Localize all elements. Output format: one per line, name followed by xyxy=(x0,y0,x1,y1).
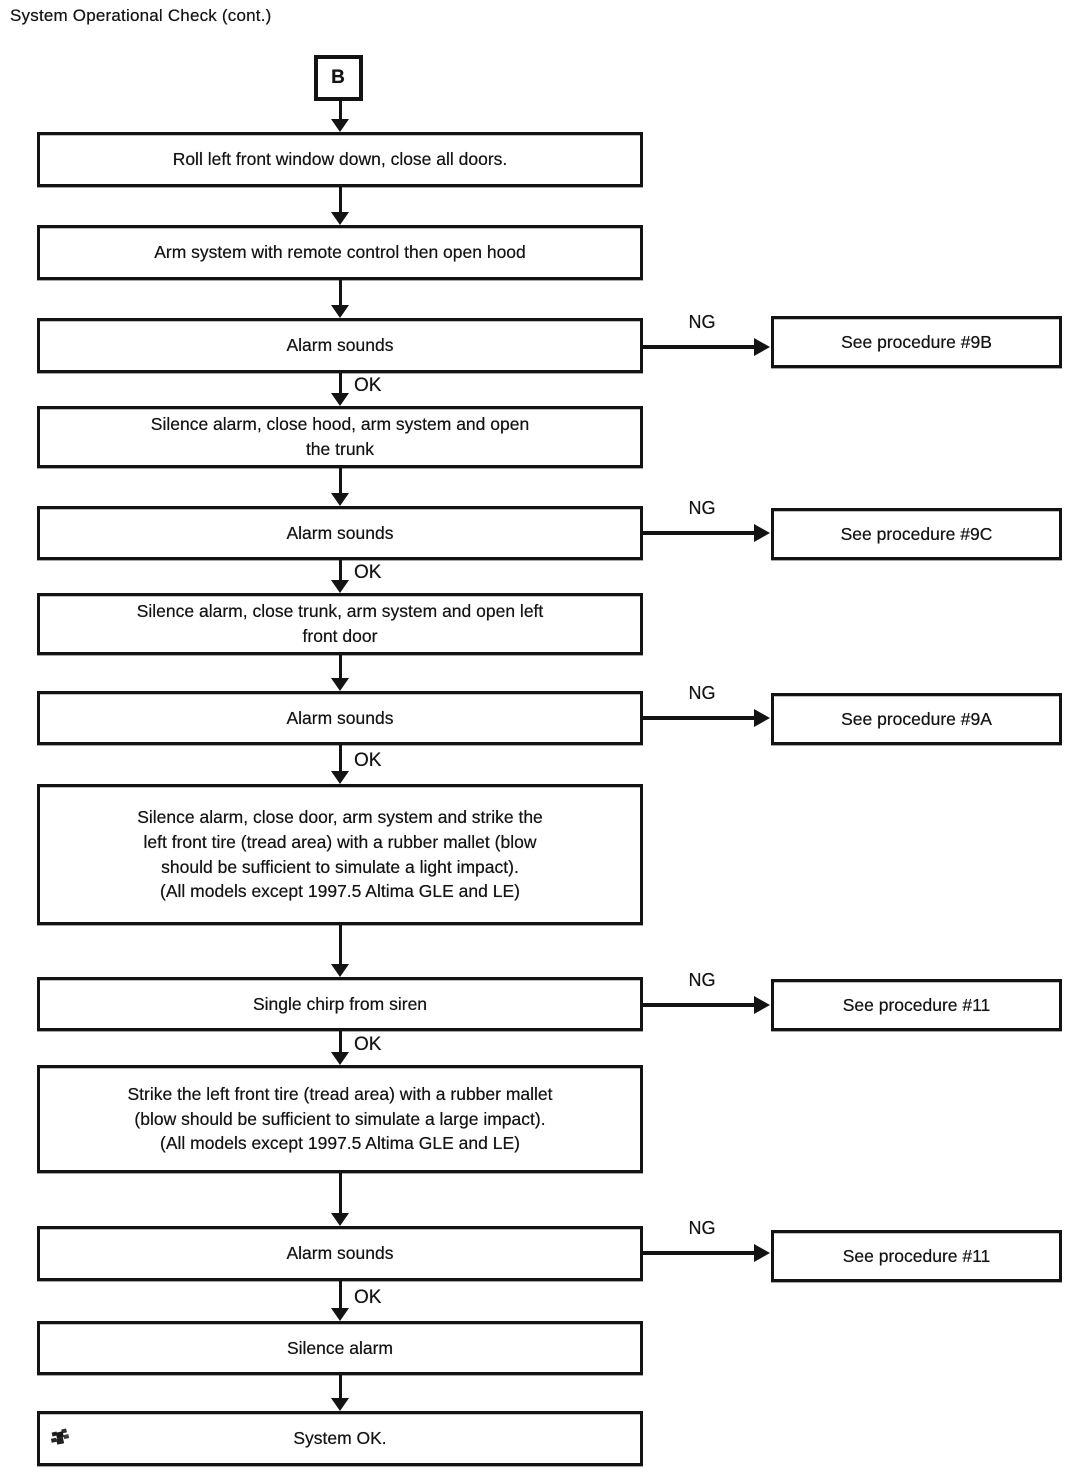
flow-step-large-impact: Strike the left front tire (tread area) … xyxy=(37,1065,643,1173)
ng-target-label: See procedure #9C xyxy=(840,523,993,544)
flow-step-label: Strike the left front tire (tread area) … xyxy=(127,1083,553,1154)
edge-label-ng: NG xyxy=(688,312,716,332)
connector-b-label: B xyxy=(331,66,346,88)
flow-step-label: Silence alarm, close hood, arm system an… xyxy=(150,414,530,459)
flow-step-system-ok: System OK. xyxy=(37,1411,643,1466)
flow-step-label: Roll left front window down, close all d… xyxy=(172,149,508,170)
flow-step-label: Silence alarm xyxy=(286,1337,394,1358)
arrow-down-icon xyxy=(331,373,349,406)
arrow-right-icon xyxy=(643,709,770,727)
flow-step-single-chirp: Single chirp from siren xyxy=(37,977,643,1031)
edge-label-ng: NG xyxy=(688,498,716,518)
flow-step-label: System OK. xyxy=(293,1428,387,1449)
ng-target-9c: See procedure #9C xyxy=(771,508,1062,560)
arrow-down-icon xyxy=(331,101,349,132)
arrow-down-icon xyxy=(331,187,349,225)
edge-label-ok: OK xyxy=(354,1034,382,1055)
arrow-down-icon xyxy=(331,925,349,977)
ng-target-label: See procedure #11 xyxy=(842,1245,991,1266)
flow-step-alarm-sounds-1: Alarm sounds xyxy=(37,318,643,373)
flow-step-label: Arm system with remote control then open… xyxy=(154,242,526,263)
arrow-down-icon xyxy=(331,655,349,691)
flow-step-alarm-sounds-2: Alarm sounds xyxy=(37,506,643,560)
arrow-right-icon xyxy=(643,338,770,356)
flow-step-label: Silence alarm, close trunk, arm system a… xyxy=(136,601,544,646)
flow-step-roll-window: Roll left front window down, close all d… xyxy=(37,132,643,187)
connector-b: B xyxy=(314,55,363,101)
arrow-down-icon xyxy=(331,560,349,593)
edge-label-ok: OK xyxy=(354,562,382,583)
edge-label-ok: OK xyxy=(354,375,382,396)
edge-label-ok: OK xyxy=(354,1287,382,1308)
edge-label-ng: NG xyxy=(688,683,716,703)
flow-step-arm-open-hood: Arm system with remote control then open… xyxy=(37,225,643,280)
edge-label-ok: OK xyxy=(354,750,382,771)
edge-label-ng: NG xyxy=(688,1218,716,1238)
ng-target-11a: See procedure #11 xyxy=(771,979,1062,1031)
arrow-right-icon xyxy=(643,996,770,1014)
flow-step-label: Alarm sounds xyxy=(286,707,394,728)
flow-step-light-impact: Silence alarm, close door, arm system an… xyxy=(37,784,643,925)
flow-step-silence-alarm: Silence alarm xyxy=(37,1321,643,1375)
flow-step-label: Alarm sounds xyxy=(286,522,394,543)
arrow-right-icon xyxy=(643,524,770,542)
ng-target-9a: See procedure #9A xyxy=(771,693,1062,745)
ng-target-9b: See procedure #9B xyxy=(771,316,1062,368)
ng-target-label: See procedure #9B xyxy=(841,331,992,352)
arrow-right-icon xyxy=(643,1244,770,1262)
flow-step-label: Alarm sounds xyxy=(286,335,394,356)
arrow-down-icon xyxy=(331,1173,349,1226)
flow-step-alarm-sounds-3: Alarm sounds xyxy=(37,691,643,745)
flow-step-label: Alarm sounds xyxy=(286,1243,394,1264)
flow-step-alarm-sounds-4: Alarm sounds xyxy=(37,1226,643,1281)
ng-target-11b: See procedure #11 xyxy=(771,1230,1062,1282)
arrow-down-icon xyxy=(331,468,349,506)
flow-step-open-left-door: Silence alarm, close trunk, arm system a… xyxy=(37,593,643,655)
arrow-down-icon xyxy=(331,745,349,784)
arrow-down-icon xyxy=(331,1031,349,1065)
page-title: System Operational Check (cont.) xyxy=(10,6,272,25)
arrow-down-icon xyxy=(331,280,349,318)
arrow-down-icon xyxy=(331,1375,349,1411)
edge-label-ng: NG xyxy=(688,970,716,990)
flow-step-label: Single chirp from siren xyxy=(252,993,428,1014)
ng-target-label: See procedure #9A xyxy=(841,708,992,729)
flow-step-open-trunk: Silence alarm, close hood, arm system an… xyxy=(37,406,643,468)
arrow-down-icon xyxy=(331,1281,349,1321)
flow-step-label: Silence alarm, close door, arm system an… xyxy=(137,806,543,902)
ng-target-label: See procedure #11 xyxy=(842,994,991,1015)
